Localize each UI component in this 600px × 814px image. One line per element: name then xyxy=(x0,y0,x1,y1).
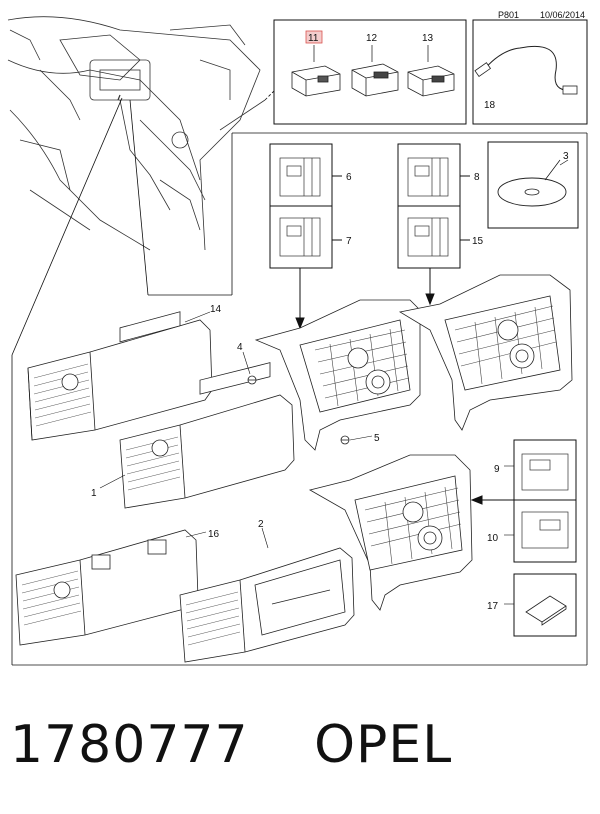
callout-4: 4 xyxy=(237,342,243,353)
callout-5: 5 xyxy=(374,433,380,444)
callout-13: 13 xyxy=(422,33,434,44)
part-number: 1780777 xyxy=(10,715,249,775)
part-13-switch xyxy=(407,65,455,97)
detail-box-8-15 xyxy=(397,143,470,269)
callout-3: 3 xyxy=(563,151,569,162)
callout-2: 2 xyxy=(258,519,264,530)
radio-unit-1 xyxy=(119,362,295,509)
detail-box-6-7 xyxy=(269,143,342,269)
callout-16: 16 xyxy=(208,529,220,540)
callout-14: 14 xyxy=(210,304,222,315)
callout-11: 11 xyxy=(308,33,319,44)
part-12-switch xyxy=(351,63,399,97)
callout-leaders xyxy=(99,159,569,605)
vehicle-dashboard-illustration xyxy=(7,16,266,251)
diagram-date: 10/06/2014 xyxy=(540,10,585,20)
callout-18: 18 xyxy=(484,100,496,111)
screws xyxy=(247,375,350,445)
part-11-switch xyxy=(291,65,341,97)
bezel-lower xyxy=(308,454,473,611)
parts-box-switches xyxy=(273,19,467,125)
callout-10: 10 xyxy=(487,533,499,544)
callout-15: 15 xyxy=(472,236,484,247)
parts-box-cable xyxy=(472,19,588,125)
footer-caption: 1780777 OPEL xyxy=(10,700,590,790)
callout-17: 17 xyxy=(487,601,499,612)
page-code: P801 xyxy=(498,10,519,20)
callout-9: 9 xyxy=(494,464,500,475)
radio-unit-2 xyxy=(179,547,355,663)
callout-7: 7 xyxy=(346,236,352,247)
detail-box-9-10 xyxy=(513,439,577,563)
radio-unit-14 xyxy=(27,311,213,441)
callout-1: 1 xyxy=(91,488,97,499)
leader-lines xyxy=(11,89,588,666)
parts-box-disc xyxy=(487,141,579,229)
radio-unit-16 xyxy=(15,529,199,646)
callout-6: 6 xyxy=(346,172,352,183)
callout-12: 12 xyxy=(366,33,378,44)
arrows xyxy=(295,268,514,505)
brand-name: OPEL xyxy=(314,715,453,775)
bezel-upper-right xyxy=(398,274,573,431)
bezel-upper-left xyxy=(254,299,421,451)
detail-box-17 xyxy=(513,573,577,637)
callout-8: 8 xyxy=(474,172,480,183)
exploded-parts-diagram: P801 10/06/2014 11 12 13 18 3 6 7 8 15 1… xyxy=(7,10,588,666)
